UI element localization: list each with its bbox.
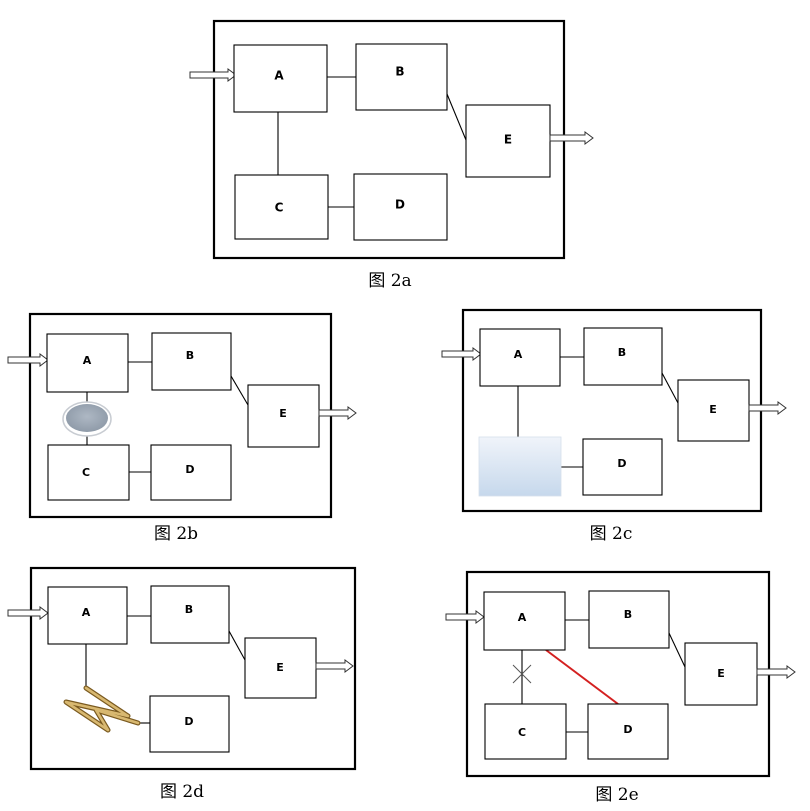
panel-2b-caption: 图 2b: [154, 524, 198, 544]
node-e: [677, 379, 750, 442]
node-c: [47, 444, 130, 501]
node-e: [247, 384, 320, 448]
node-c-highlighted: [478, 436, 562, 497]
node-b-label: B: [186, 349, 194, 362]
node-d: [582, 438, 663, 496]
input-arrow-icon: [7, 353, 49, 367]
output-arrow-icon: [315, 659, 354, 673]
node-e-label: E: [279, 407, 287, 420]
panel-2c: A B D E 图 2c: [441, 308, 787, 544]
node-d-label: D: [617, 457, 626, 470]
node-a-label: A: [518, 611, 527, 624]
node-d: [587, 703, 669, 760]
output-arrow-icon: [756, 665, 796, 679]
node-d: [149, 695, 230, 753]
node-d: [150, 444, 232, 501]
link-b-e: [446, 93, 467, 141]
node-a: [47, 586, 128, 645]
node-a-label: A: [514, 348, 523, 361]
input-arrow-icon: [7, 606, 49, 620]
panel-2d-caption: 图 2d: [160, 782, 204, 802]
input-arrow-icon: [445, 610, 485, 624]
link-b-e: [661, 372, 679, 404]
node-a-label: A: [274, 69, 284, 83]
node-d: [353, 173, 448, 241]
node-d-label: D: [185, 463, 194, 476]
node-a: [479, 328, 561, 387]
node-d-label: D: [184, 715, 193, 728]
node-e-label: E: [709, 403, 717, 416]
node-b: [583, 327, 663, 386]
panel-2a: A B C D E 图 2a: [189, 19, 594, 291]
panel-2b: A B C D E 图 2b: [7, 312, 357, 544]
node-d-label: D: [623, 723, 632, 736]
node-b: [588, 590, 670, 649]
panel-2e-caption: 图 2e: [595, 785, 638, 805]
link-b-e: [228, 630, 246, 661]
node-c: [234, 174, 329, 240]
node-c-label: C: [518, 726, 526, 739]
node-a-label: A: [83, 354, 92, 367]
node-c: [484, 703, 567, 760]
node-a: [233, 44, 328, 113]
node-e-label: E: [717, 667, 725, 680]
input-arrow-icon: [441, 347, 482, 361]
output-arrow-icon: [748, 401, 787, 415]
node-e: [244, 637, 317, 699]
link-b-e: [230, 375, 249, 406]
node-e-label: E: [504, 133, 512, 147]
panel-2e: A B C D E 图 2e: [445, 570, 796, 805]
input-arrow-icon: [189, 68, 237, 82]
node-b: [355, 43, 448, 111]
node-c-label: C: [82, 466, 90, 479]
panel-2d-frame: [29, 566, 357, 771]
node-b-label: B: [618, 346, 626, 359]
node-b-label: B: [624, 608, 632, 621]
output-arrow-icon: [318, 406, 357, 420]
node-e: [465, 104, 551, 178]
panel-2c-caption: 图 2c: [590, 524, 633, 544]
link-b-e: [668, 632, 686, 668]
damper-oval: [66, 404, 108, 432]
node-a-label: A: [82, 606, 91, 619]
node-c-label: C: [275, 201, 284, 215]
node-b-label: B: [185, 603, 193, 616]
panel-2a-caption: 图 2a: [368, 271, 411, 291]
spring-icon: [63, 685, 141, 733]
node-b-label: B: [395, 65, 404, 79]
break-cross-icon: [512, 664, 532, 684]
node-a: [483, 591, 566, 651]
panel-2d: A B D E 图 2d: [7, 566, 357, 802]
node-e-label: E: [276, 661, 284, 674]
node-d-label: D: [395, 198, 405, 212]
node-b: [150, 585, 230, 644]
output-arrow-icon: [549, 131, 594, 145]
node-b: [151, 332, 232, 391]
node-a: [46, 333, 129, 393]
link-a-d-red: [545, 649, 619, 705]
